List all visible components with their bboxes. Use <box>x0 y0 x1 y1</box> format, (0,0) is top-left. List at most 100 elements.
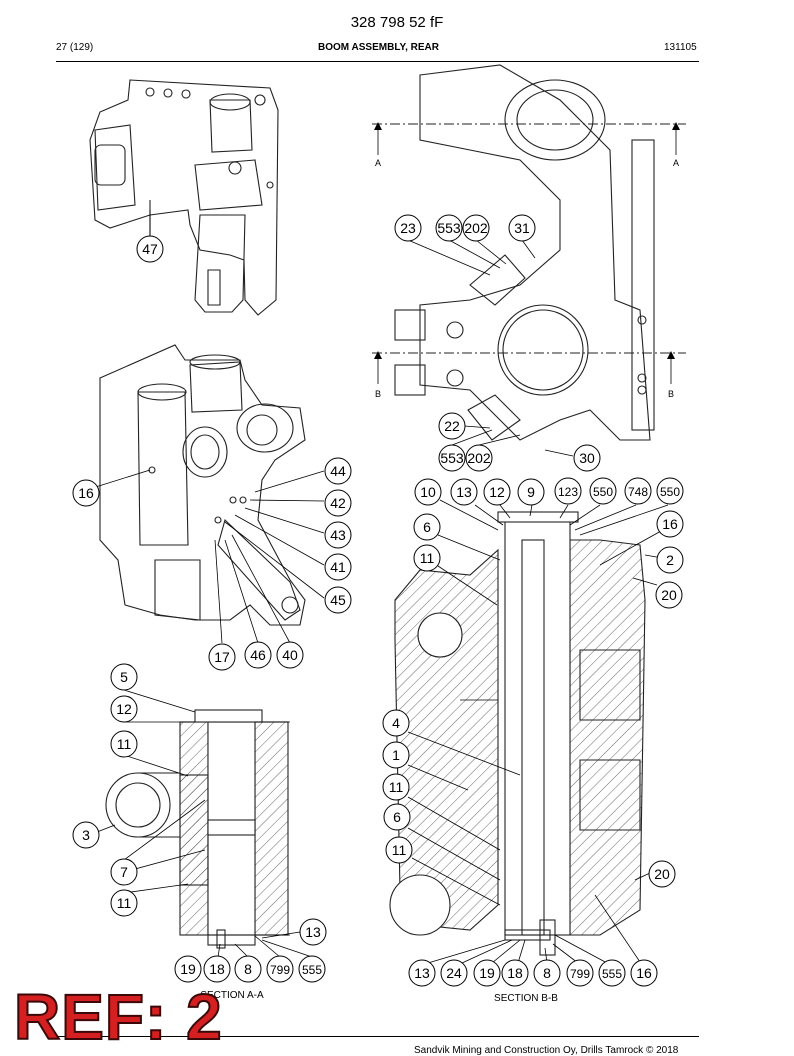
svg-text:22: 22 <box>444 418 460 434</box>
svg-text:123: 123 <box>558 485 578 499</box>
svg-text:30: 30 <box>579 450 595 466</box>
callout-bubble[interactable]: 550 <box>656 477 684 505</box>
callout-bubble[interactable]: 42 <box>324 489 352 517</box>
callout-bubble[interactable]: 799 <box>566 959 594 987</box>
callout-bubble[interactable]: 6 <box>383 803 411 831</box>
svg-text:18: 18 <box>209 961 225 977</box>
callout-bubble[interactable]: 16 <box>630 959 658 987</box>
svg-text:19: 19 <box>180 961 196 977</box>
callout-bubble[interactable]: 40 <box>276 641 304 669</box>
iso-view-upper <box>89 79 279 316</box>
header-divider <box>56 61 699 62</box>
callout-set-section-aa: 5 12 11 3 7 11 13 19 18 8 799 555 <box>72 663 327 983</box>
callout-bubble[interactable]: 46 <box>244 641 272 669</box>
svg-text:23: 23 <box>400 220 416 236</box>
callout-bubble[interactable]: 9 <box>517 478 545 506</box>
callout-bubble[interactable]: 3 <box>72 821 100 849</box>
callout-bubble[interactable]: 6 <box>413 513 441 541</box>
callout-bubble[interactable]: 20 <box>655 581 683 609</box>
section-b-marker-right: B <box>668 389 674 399</box>
callout-bubble[interactable]: 202 <box>462 214 490 242</box>
callout-bubble[interactable]: 11 <box>110 889 138 917</box>
callout-bubble[interactable]: 41 <box>324 553 352 581</box>
callout-bubble[interactable]: 17 <box>208 643 236 671</box>
callout-bubble[interactable]: 553 <box>438 444 466 472</box>
callout-bubble[interactable]: 8 <box>533 959 561 987</box>
callout-bubble[interactable]: 555 <box>298 955 326 983</box>
callout-bubble[interactable]: 5 <box>110 663 138 691</box>
callout-bubble[interactable]: 748 <box>624 477 652 505</box>
svg-text:11: 11 <box>420 550 435 566</box>
callout-bubble[interactable]: 20 <box>648 860 676 888</box>
iso-view-lower <box>99 344 306 626</box>
svg-text:1: 1 <box>392 747 400 763</box>
svg-text:17: 17 <box>214 649 230 665</box>
svg-text:3: 3 <box>82 827 90 843</box>
callout-bubble[interactable]: 23 <box>394 214 422 242</box>
callout-bubble[interactable]: 11 <box>382 773 410 801</box>
svg-text:8: 8 <box>244 961 252 977</box>
svg-text:550: 550 <box>593 485 613 499</box>
svg-text:31: 31 <box>514 220 530 236</box>
callout-bubble[interactable]: 1 <box>382 741 410 769</box>
callout-bubble[interactable]: 47 <box>136 235 164 263</box>
callout-bubble[interactable]: 22 <box>438 412 466 440</box>
svg-text:5: 5 <box>120 669 128 685</box>
callout-bubble[interactable]: 18 <box>501 959 529 987</box>
svg-text:6: 6 <box>393 809 401 825</box>
callout-bubble[interactable]: 2 <box>656 546 684 574</box>
svg-text:18: 18 <box>507 965 523 981</box>
document-number: 328 798 52 fF <box>350 14 444 31</box>
svg-text:11: 11 <box>392 842 407 858</box>
callout-bubble[interactable]: 553 <box>435 214 463 242</box>
svg-text:555: 555 <box>302 963 322 977</box>
callout-bubble[interactable]: 11 <box>110 730 138 758</box>
svg-text:13: 13 <box>414 965 430 981</box>
page-title: BOOM ASSEMBLY, REAR <box>318 42 439 53</box>
svg-text:41: 41 <box>330 559 346 575</box>
callout-bubble[interactable]: 18 <box>203 955 231 983</box>
svg-text:9: 9 <box>527 484 535 500</box>
footer-copyright: Sandvik Mining and Construction Oy, Dril… <box>414 1045 679 1056</box>
callout-bubble[interactable]: 45 <box>324 586 352 614</box>
callout-bubble[interactable]: 555 <box>598 959 626 987</box>
section-bb-view <box>389 511 646 956</box>
svg-text:799: 799 <box>570 967 590 981</box>
callout-bubble[interactable]: 8 <box>234 955 262 983</box>
callout-bubble[interactable]: 16 <box>656 510 684 538</box>
callout-bubble[interactable]: 123 <box>554 477 582 505</box>
callout-bubble[interactable]: 13 <box>408 959 436 987</box>
callout-bubble[interactable]: 13 <box>299 918 327 946</box>
callout-bubble[interactable]: 799 <box>266 955 294 983</box>
svg-text:553: 553 <box>437 220 461 236</box>
callout-bubble[interactable]: 11 <box>413 544 441 572</box>
boom-side-view <box>372 64 686 441</box>
callout-bubble[interactable]: 12 <box>110 695 138 723</box>
section-aa-label: SECTION A-A <box>200 990 264 1001</box>
callout-bubble[interactable]: 31 <box>508 214 536 242</box>
svg-text:19: 19 <box>479 965 495 981</box>
callout-bubble[interactable]: 12 <box>483 478 511 506</box>
callout-bubble[interactable]: 19 <box>174 955 202 983</box>
callout-bubble[interactable]: 11 <box>385 836 413 864</box>
callout-bubble[interactable]: 7 <box>110 858 138 886</box>
callout-bubble[interactable]: 13 <box>450 478 478 506</box>
svg-text:46: 46 <box>250 647 266 663</box>
callout-set-iso2: 44 16 42 43 41 45 17 46 40 <box>72 457 352 671</box>
callout-set-iso1: 47 <box>136 235 164 263</box>
leader-lines <box>85 210 671 964</box>
callout-bubble[interactable]: 550 <box>589 477 617 505</box>
callout-bubble[interactable]: 16 <box>72 479 100 507</box>
svg-text:16: 16 <box>662 516 678 532</box>
callout-bubble[interactable]: 10 <box>414 478 442 506</box>
callout-bubble[interactable]: 19 <box>473 959 501 987</box>
callout-set-section-bb: 10 13 12 9 123 550 748 550 6 16 11 2 20 … <box>382 477 684 987</box>
callout-bubble[interactable]: 30 <box>573 444 601 472</box>
callout-bubble[interactable]: 24 <box>440 959 468 987</box>
callout-bubble[interactable]: 43 <box>324 521 352 549</box>
callout-bubble[interactable]: 202 <box>465 444 493 472</box>
callout-bubble[interactable]: 4 <box>382 709 410 737</box>
svg-text:12: 12 <box>116 701 132 717</box>
svg-text:43: 43 <box>330 527 346 543</box>
callout-bubble[interactable]: 44 <box>324 457 352 485</box>
